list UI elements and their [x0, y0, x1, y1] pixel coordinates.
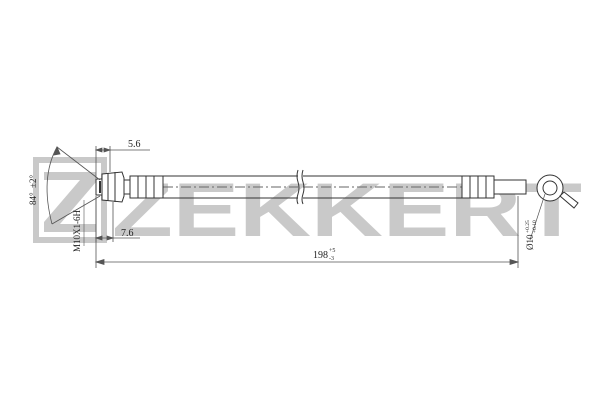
eye-bore-prefix: Ø10 — [525, 234, 535, 250]
bend-angle-value: 84° — [28, 192, 38, 205]
thread-spec: M10X1-6H — [72, 210, 82, 252]
overall-length-value: 198 — [313, 250, 328, 261]
dim-eye-bore — [529, 193, 546, 241]
overall-length-tol-upper: +5 — [329, 248, 335, 254]
dim-fitting-bottom — [94, 198, 140, 242]
overall-length-tol-lower: -3 — [329, 256, 334, 262]
dim-fitting-top — [94, 146, 150, 178]
hose-body — [163, 169, 462, 205]
fitting-offset-top: 5.6 — [128, 139, 141, 150]
dim-bend-angle — [46, 145, 101, 225]
right-ferrule — [461, 175, 527, 199]
banjo-eye-fitting — [536, 174, 579, 209]
bend-angle-tolerance: ±2° — [28, 175, 38, 188]
eye-bore-tol-lower: +0.10 — [532, 220, 538, 233]
eye-bore-tol-upper: +0.25 — [525, 220, 531, 233]
fitting-offset-bottom: 7.6 — [121, 228, 134, 239]
left-ferrule — [123, 175, 164, 199]
left-threaded-fitting — [95, 171, 125, 203]
